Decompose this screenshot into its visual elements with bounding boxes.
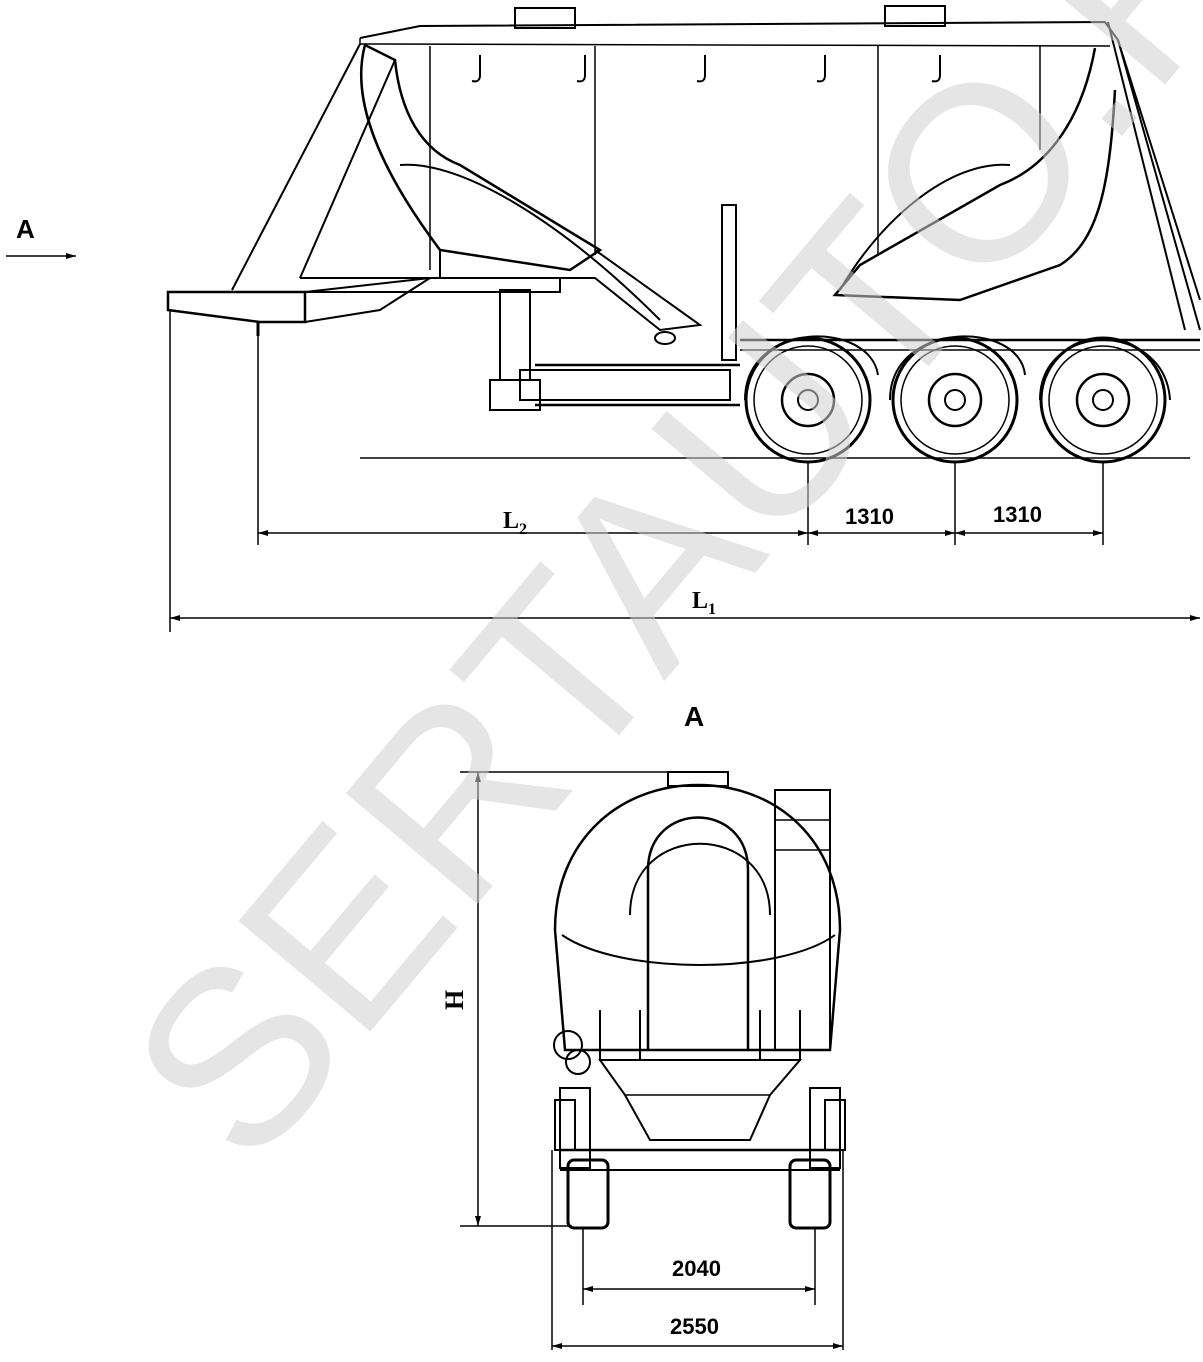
- label-axle-spacing-2: 1310: [993, 502, 1042, 527]
- label-axle-spacing-1: 1310: [845, 504, 894, 529]
- view-marker-letter: A: [16, 214, 35, 244]
- rear-view-title: A: [684, 701, 704, 732]
- discharge-outlet: [598, 1059, 803, 1141]
- label-l1: L1: [692, 588, 716, 618]
- side-view-dimensions: [169, 310, 1200, 632]
- rear-view-dimensions: [460, 771, 844, 1350]
- toolbox: [519, 369, 731, 401]
- label-track-width: 2040: [672, 1256, 721, 1281]
- rear-view: [553, 771, 846, 1230]
- ladder: [774, 789, 831, 1051]
- rear-wheel-right: [788, 1158, 832, 1230]
- label-overall-width: 2550: [670, 1314, 719, 1339]
- side-view-dimension-labels: L2 1310 1310 L1: [503, 502, 1042, 618]
- landing-gear: [499, 289, 531, 381]
- tank-top-outline: [359, 20, 1201, 331]
- view-direction-marker: A: [6, 214, 76, 259]
- rear-view-dimension-labels: H 2040 2550: [440, 990, 721, 1339]
- label-l2: L2: [503, 508, 527, 538]
- label-height: H: [440, 990, 469, 1010]
- rear-light: [565, 1049, 591, 1075]
- discharge-pipe: [721, 204, 737, 361]
- top-hatch: [884, 5, 946, 27]
- rear-wheel-left: [566, 1158, 610, 1230]
- rear-arch: [646, 816, 750, 1050]
- kingpin-plate: [166, 290, 307, 324]
- top-hatch: [514, 7, 576, 29]
- rear-hopper: [832, 47, 1117, 302]
- rear-light: [553, 1030, 583, 1060]
